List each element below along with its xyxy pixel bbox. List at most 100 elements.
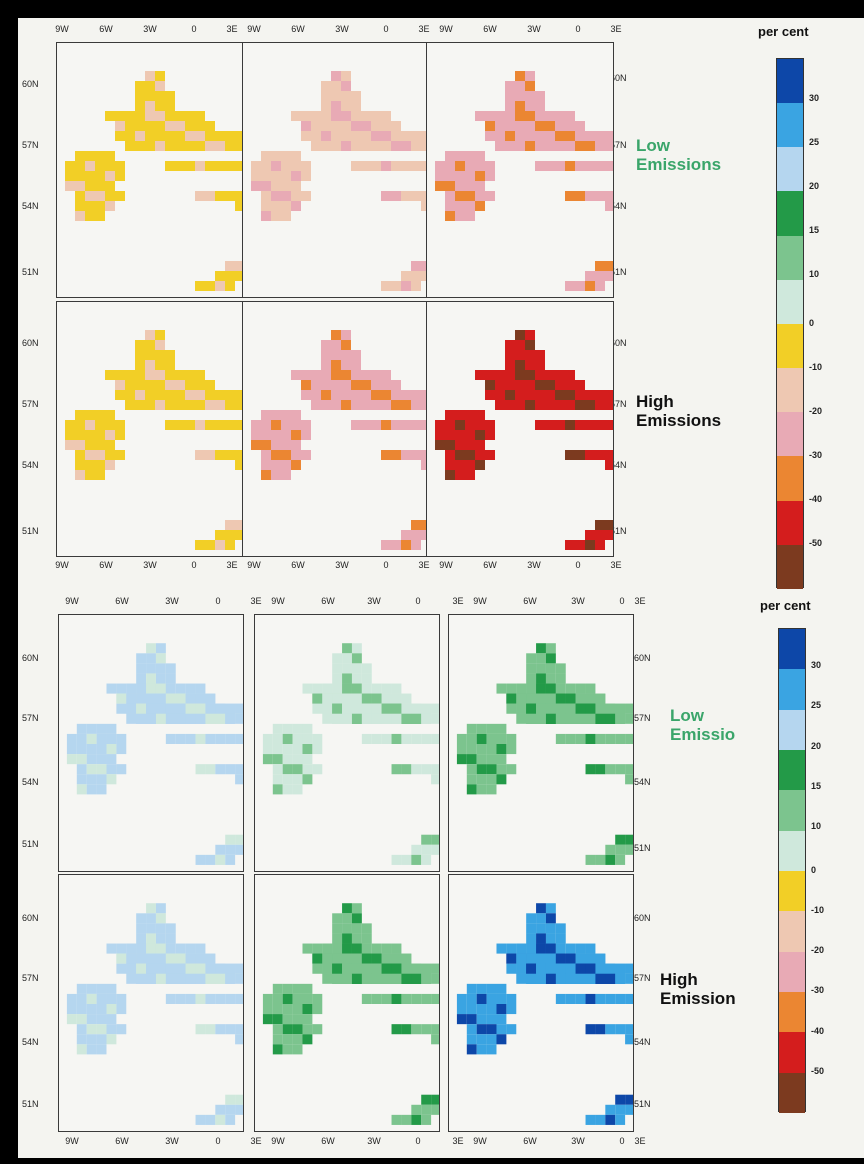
- grid-cell: [105, 201, 115, 211]
- grid-cell: [126, 973, 137, 984]
- grid-cell: [351, 913, 362, 924]
- grid-cell: [145, 390, 155, 400]
- grid-cell: [371, 943, 382, 954]
- grid-cell: [371, 683, 382, 694]
- grid-cell: [195, 191, 205, 201]
- grid-cell: [342, 943, 352, 954]
- grid-cell: [225, 1114, 236, 1125]
- grid-cell: [76, 993, 87, 1004]
- grid-cell: [476, 1044, 487, 1055]
- grid-cell: [185, 141, 195, 151]
- grid-cell: [331, 400, 341, 410]
- grid-cell: [466, 993, 477, 1004]
- grid-cell: [605, 1104, 616, 1115]
- grid-cell: [391, 943, 402, 954]
- grid-cell: [341, 101, 351, 111]
- grid-cell: [105, 440, 115, 450]
- grid-cell: [525, 141, 535, 151]
- grid-cell: [312, 693, 323, 704]
- grid-cell: [431, 1104, 439, 1115]
- grid-cell: [291, 201, 301, 211]
- grid-cell: [116, 943, 127, 954]
- grid-cell: [555, 370, 565, 380]
- grid-cell: [391, 380, 401, 390]
- grid-cell: [125, 111, 135, 121]
- grid-cell: [435, 161, 445, 171]
- grid-cell: [185, 713, 196, 724]
- legend-swatch: [777, 147, 803, 192]
- grid-cell: [165, 111, 175, 121]
- grid-cell: [145, 380, 155, 390]
- grid-cell: [485, 191, 495, 201]
- grid-cell: [96, 744, 107, 755]
- grid-cell: [411, 520, 421, 530]
- grid-cell: [555, 121, 565, 131]
- grid-cell: [225, 261, 235, 271]
- grid-cell: [205, 733, 216, 744]
- grid-cell: [126, 693, 137, 704]
- grid-cell: [272, 1024, 283, 1035]
- grid-cell: [515, 330, 525, 340]
- grid-cell: [342, 643, 352, 654]
- grid-cell: [625, 774, 633, 785]
- grid-cell: [615, 733, 626, 744]
- grid-cell: [106, 1014, 117, 1025]
- grid-cell: [331, 81, 341, 91]
- legend-swatch: [779, 709, 805, 750]
- grid-cell: [585, 420, 595, 430]
- grid-cell: [475, 420, 485, 430]
- grid-cell: [525, 71, 535, 81]
- grid-cell: [261, 161, 271, 171]
- grid-cell: [476, 983, 487, 994]
- grid-cell: [165, 131, 175, 141]
- grid-cell: [351, 963, 362, 974]
- grid-cell: [272, 733, 283, 744]
- grid-cell: [145, 400, 155, 410]
- grid-cell: [85, 470, 95, 480]
- grid-cell: [435, 420, 445, 430]
- grid-cell: [155, 913, 166, 924]
- grid-cell: [235, 530, 243, 540]
- grid-cell: [282, 764, 293, 775]
- grid-cell: [476, 754, 487, 765]
- grid-cell: [595, 161, 605, 171]
- grid-cell: [371, 693, 382, 704]
- grid-cell: [185, 420, 195, 430]
- grid-cell: [126, 713, 137, 724]
- grid-cell: [565, 141, 575, 151]
- grid-cell: [465, 181, 475, 191]
- grid-cell: [445, 460, 455, 470]
- grid-cell: [455, 410, 465, 420]
- grid-cell: [575, 281, 585, 291]
- grid-cell: [145, 121, 155, 131]
- grid-cell: [225, 973, 236, 984]
- grid-cell: [431, 774, 439, 785]
- grid-cell: [466, 983, 477, 994]
- grid-cell: [205, 963, 216, 974]
- grid-cell: [565, 420, 575, 430]
- grid-cell: [485, 450, 495, 460]
- grid-cell: [421, 161, 429, 171]
- grid-cell: [135, 141, 145, 151]
- grid-cell: [545, 903, 556, 914]
- grid-cell: [496, 1024, 507, 1035]
- grid-cell: [205, 390, 215, 400]
- grid-cell: [135, 390, 145, 400]
- grid-cell: [271, 201, 281, 211]
- grid-cell: [381, 450, 391, 460]
- grid-cell: [95, 410, 105, 420]
- grid-cell: [401, 764, 412, 775]
- grid-cell: [495, 380, 505, 390]
- grid-cell: [332, 683, 343, 694]
- grid-cell: [605, 201, 613, 211]
- grid-cell: [605, 1024, 616, 1035]
- grid-cell: [225, 450, 235, 460]
- grid-cell: [205, 703, 216, 714]
- grid-cell: [225, 1024, 236, 1035]
- grid-cell: [401, 530, 411, 540]
- grid-cell: [565, 400, 575, 410]
- grid-cell: [421, 844, 432, 855]
- grid-cell: [65, 440, 75, 450]
- grid-cell: [205, 380, 215, 390]
- grid-cell: [525, 111, 535, 121]
